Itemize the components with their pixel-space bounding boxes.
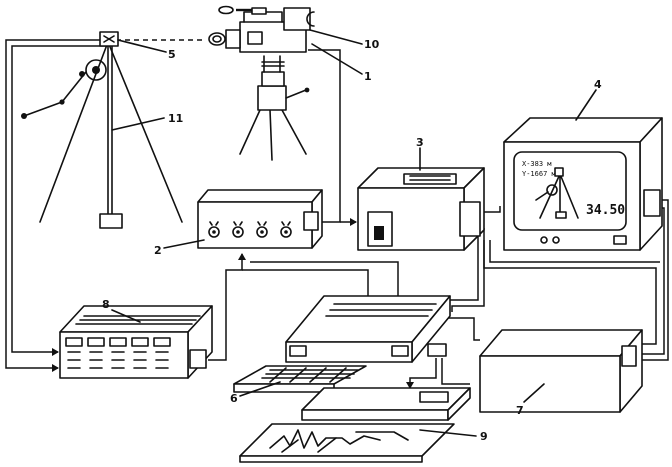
- screen-line-x: X-383 м: [522, 160, 552, 168]
- label-9: 9: [480, 430, 488, 443]
- label-7: 7: [516, 404, 524, 417]
- display-monitor: X-383 м Y-1667 м 34.50: [503, 117, 663, 251]
- plotter-device: [239, 387, 471, 463]
- amplifier-rack: [59, 305, 213, 379]
- storage-unit: [479, 329, 643, 413]
- computer-workstation: [233, 295, 451, 393]
- label-1: 1: [364, 70, 372, 83]
- monitor-screen: [513, 151, 627, 231]
- video-camera: [208, 5, 315, 161]
- image-processor-unit: [357, 167, 485, 251]
- tracker-control-unit: [197, 189, 323, 249]
- control-knobs: [208, 221, 292, 238]
- label-3: 3: [416, 136, 424, 149]
- label-2: 2: [154, 244, 162, 257]
- pendulum-weight: [99, 213, 123, 229]
- connection-cables: [5, 39, 669, 389]
- label-4: 4: [594, 78, 602, 91]
- amplifier-channels: [65, 337, 171, 369]
- leader-lines: [111, 29, 597, 437]
- label-5: 5: [168, 48, 176, 61]
- label-10: 10: [364, 38, 380, 51]
- screen-readout: 34.50: [586, 203, 625, 218]
- pulley-wheel: [85, 59, 107, 81]
- label-11: 11: [168, 112, 183, 125]
- label-8: 8: [102, 298, 110, 311]
- pendulum-assembly: [21, 31, 183, 229]
- screen-line-y: Y-1667 м: [522, 170, 557, 178]
- plotter-trace: [269, 429, 409, 453]
- camera-head: [283, 7, 311, 31]
- label-6: 6: [230, 392, 238, 405]
